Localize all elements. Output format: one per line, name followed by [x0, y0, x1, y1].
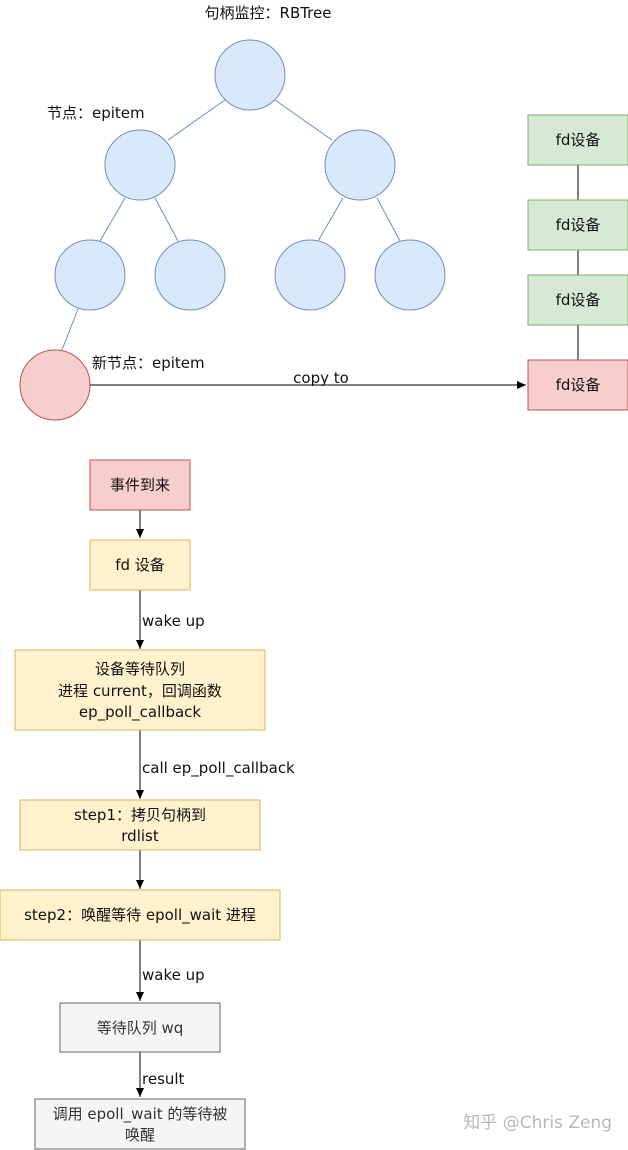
event-box: 事件到来 [89, 459, 191, 511]
tree-node-root [214, 39, 286, 111]
watermark: 知乎 @Chris Zeng [463, 1113, 612, 1133]
fd-device-label: fd 设备 [115, 556, 165, 574]
new-device-label: fd设备 [556, 376, 601, 394]
tree-edge [376, 197, 401, 242]
wait-queue-line: ep_poll_callback [79, 703, 202, 722]
step2-label: step2：唤醒等待 epoll_wait 进程 [24, 906, 256, 925]
wake-up-label: wake up [142, 966, 205, 984]
fd-device-box: fd 设备 [89, 539, 191, 591]
wake-up-label: wake up [142, 612, 205, 630]
tree-edge [274, 99, 333, 141]
tree-node [274, 239, 346, 311]
final-box: 调用 epoll_wait 的等待被 唤醒 [34, 1098, 246, 1150]
step1-box: step1：拷贝句柄到 rdlist [19, 799, 261, 851]
device-item: fd设备 [527, 274, 628, 326]
device-label: fd设备 [556, 216, 601, 234]
tree-edge [99, 197, 126, 242]
new-node-label: 新节点：epitem [92, 354, 205, 372]
step1-line: step1：拷贝句柄到 [74, 806, 206, 824]
tree-node [54, 239, 126, 311]
wait-queue-line: 设备等待队列 [95, 660, 185, 678]
tree-edge [61, 308, 79, 351]
tree-nodes [54, 39, 446, 311]
tree-edges [61, 99, 401, 351]
tree-title: 句柄监控：RBTree [205, 4, 332, 22]
tree-edge [317, 197, 344, 242]
device-label: fd设备 [556, 131, 601, 149]
tree-edge [167, 99, 226, 141]
device-item: fd设备 [527, 114, 628, 166]
wait-queue-line: 进程 current，回调函数 [58, 682, 222, 700]
tree-node [154, 239, 226, 311]
event-label: 事件到来 [110, 476, 170, 494]
new-device-item: fd设备 [527, 359, 628, 411]
tree-node [104, 129, 176, 201]
copy-to-label: copy to [293, 369, 349, 387]
wq-label: 等待队列 wq [97, 1019, 184, 1037]
final-line: 唤醒 [125, 1126, 155, 1144]
step1-line: rdlist [121, 827, 159, 845]
tree-edge [154, 197, 179, 242]
wq-box: 等待队列 wq [59, 1002, 221, 1053]
call-label: call ep_poll_callback [142, 759, 295, 778]
step2-box: step2：唤醒等待 epoll_wait 进程 [0, 889, 281, 941]
device-item: fd设备 [527, 199, 628, 251]
final-line: 调用 epoll_wait 的等待被 [53, 1105, 228, 1124]
tree-node [324, 129, 396, 201]
wait-queue-box: 设备等待队列 进程 current，回调函数 ep_poll_callback [14, 649, 266, 731]
device-label: fd设备 [556, 291, 601, 309]
result-label: result [142, 1070, 185, 1088]
new-tree-node [19, 349, 91, 421]
node-label: 节点：epitem [47, 104, 145, 122]
tree-node [374, 239, 446, 311]
